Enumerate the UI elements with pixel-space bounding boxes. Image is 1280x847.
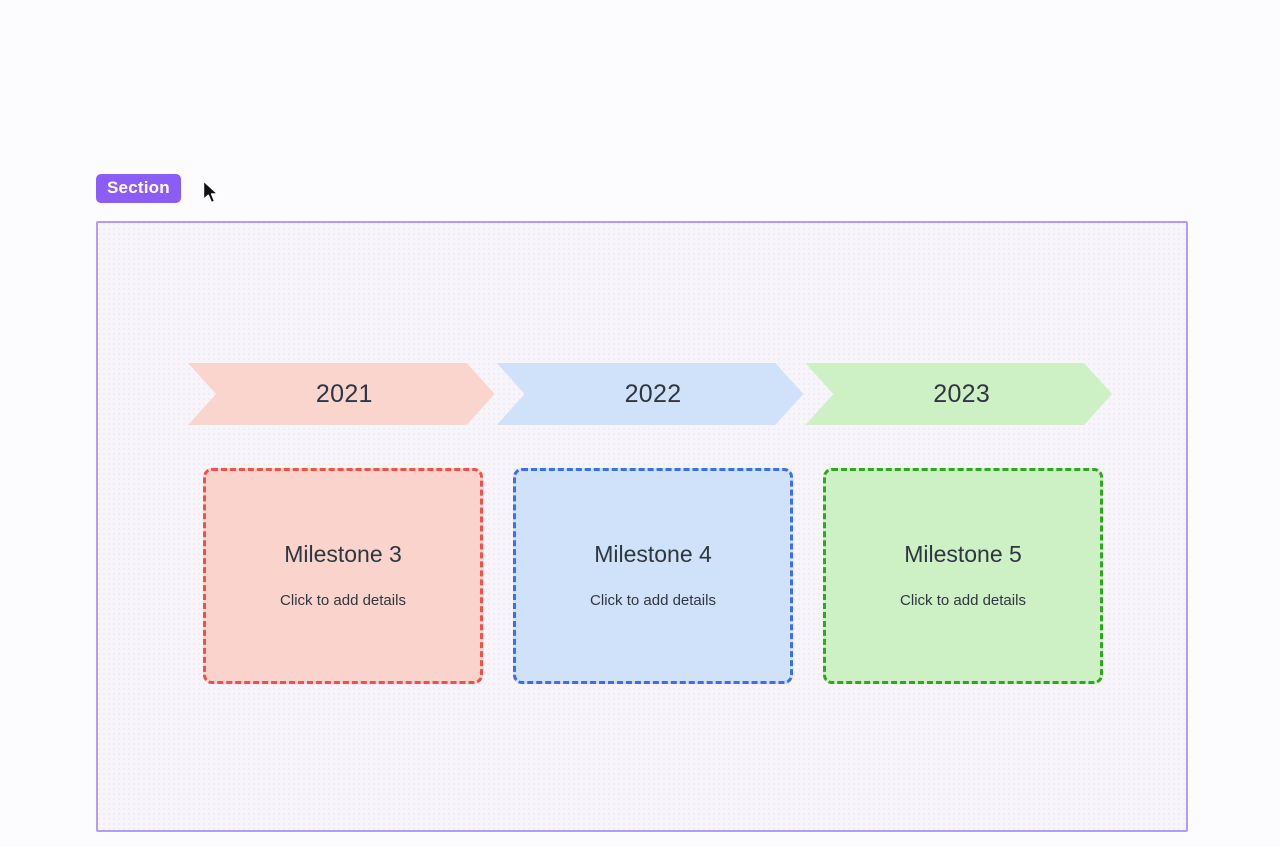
timeline-period-label: 2022 xyxy=(624,379,682,408)
milestone-title: Milestone 4 xyxy=(594,541,712,568)
milestone-card-3[interactable]: Milestone 3 Click to add details xyxy=(203,468,483,684)
timeline-period-2023[interactable]: 2023 xyxy=(805,363,1112,425)
mouse-cursor-icon xyxy=(202,180,222,206)
milestone-subtitle: Click to add details xyxy=(900,592,1026,610)
section-container[interactable]: 2021 2022 2023 Milestone 3 Click to add … xyxy=(96,221,1188,832)
timeline-period-2022[interactable]: 2022 xyxy=(497,363,804,425)
milestone-card-row: Milestone 3 Click to add details Milesto… xyxy=(203,468,1103,684)
milestone-title: Milestone 3 xyxy=(284,541,402,568)
section-badge[interactable]: Section xyxy=(96,174,181,203)
milestone-subtitle: Click to add details xyxy=(590,592,716,610)
timeline-chevron-row: 2021 2022 2023 xyxy=(188,363,1112,425)
milestone-card-4[interactable]: Milestone 4 Click to add details xyxy=(513,468,793,684)
milestone-subtitle: Click to add details xyxy=(280,592,406,610)
timeline-period-2021[interactable]: 2021 xyxy=(188,363,495,425)
timeline-period-label: 2023 xyxy=(933,379,991,408)
timeline-period-label: 2021 xyxy=(315,379,373,408)
milestone-card-5[interactable]: Milestone 5 Click to add details xyxy=(823,468,1103,684)
milestone-title: Milestone 5 xyxy=(904,541,1022,568)
